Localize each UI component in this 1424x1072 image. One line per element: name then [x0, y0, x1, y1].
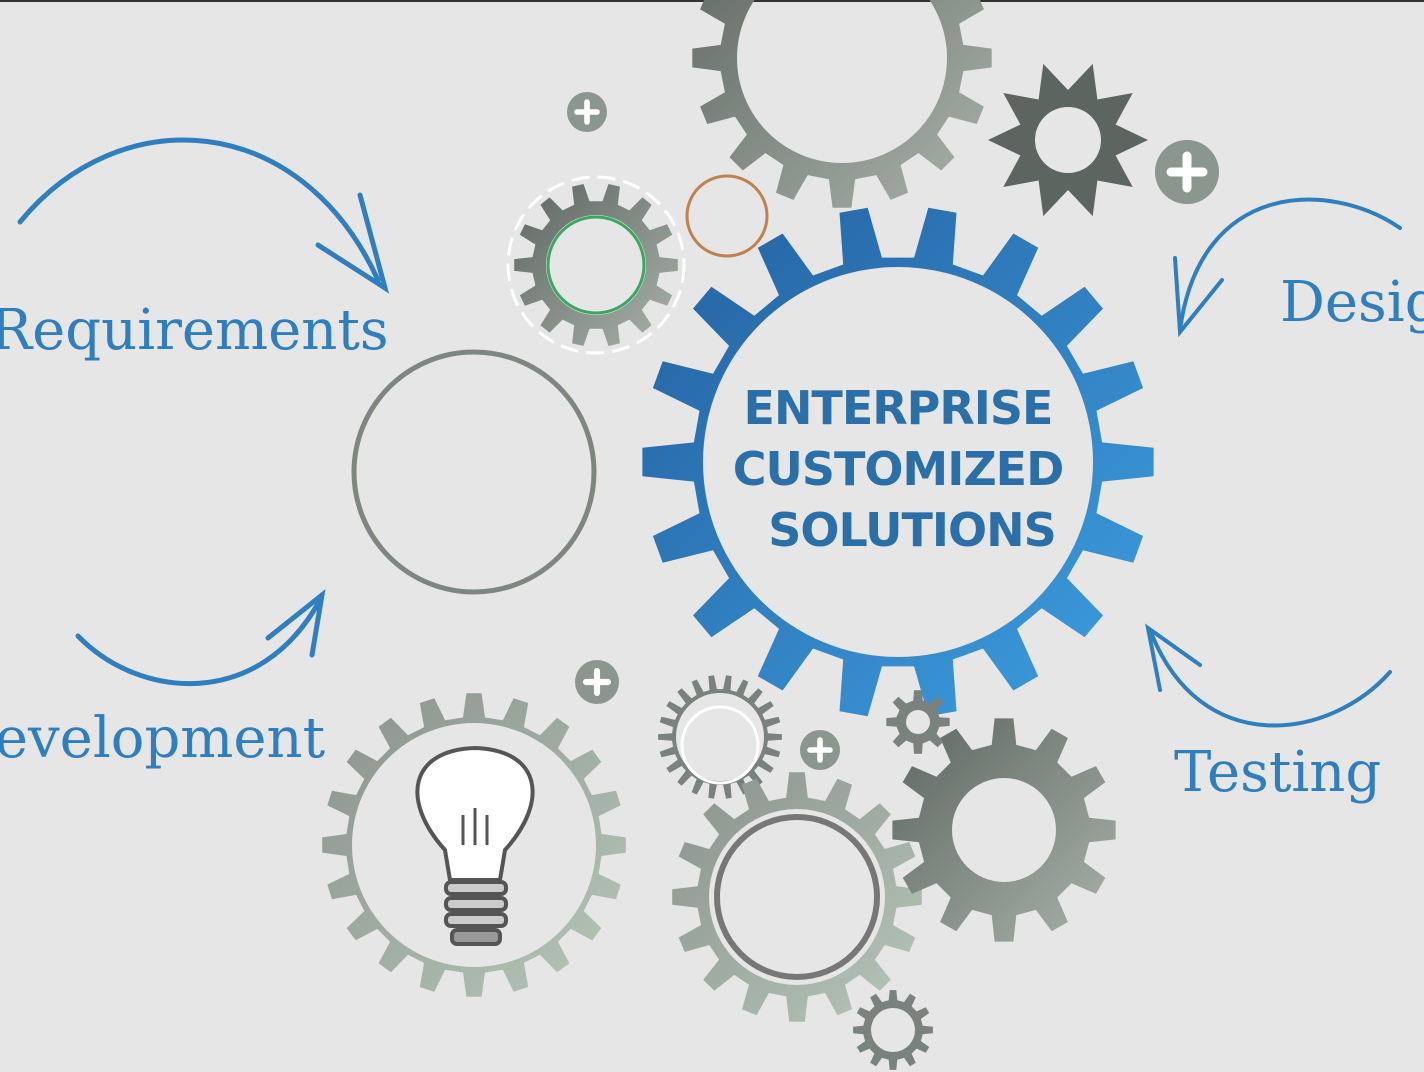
wheel-rim — [680, 705, 760, 785]
gear-right — [892, 718, 1116, 942]
plus-icon — [582, 667, 612, 697]
wheel-rim — [714, 814, 880, 980]
center-line-1: ENTERPRISE — [743, 381, 1054, 435]
center-title: ENTERPRISE CUSTOMIZED SOLUTIONS — [698, 378, 1098, 561]
arrowhead-icon — [265, 588, 326, 658]
arrow-requirements-to-design — [17, 137, 381, 283]
arrow-development — [75, 597, 323, 687]
plus-icon — [1166, 151, 1208, 193]
gear-small — [658, 675, 782, 799]
gear-small-dashed — [514, 184, 678, 346]
arrowhead-icon — [1173, 256, 1224, 338]
gear-bottom — [853, 990, 933, 1070]
label-requirements: Requirements — [0, 298, 389, 363]
center-line-2: CUSTOMIZED — [732, 442, 1065, 496]
label-testing: Testing — [1174, 740, 1382, 805]
label-design: Design — [1280, 270, 1424, 335]
gear-star — [988, 63, 1148, 217]
center-line-3: SOLUTIONS — [768, 503, 1056, 557]
label-development: Development — [0, 706, 326, 771]
plus-icon — [807, 737, 833, 763]
gear-ring-dashed — [506, 175, 686, 355]
arrowhead-icon — [1145, 623, 1202, 692]
gear-wheel — [672, 772, 922, 1022]
gear-ring-green — [546, 215, 646, 315]
gear-top — [692, 0, 992, 208]
arrow-design — [1178, 197, 1402, 332]
gear-tiny — [886, 690, 950, 754]
arrowhead-icon — [315, 192, 390, 294]
gray-ring — [351, 349, 597, 595]
lightbulb-icon — [415, 745, 535, 946]
plus-icon — [574, 99, 600, 125]
orange-ring — [685, 174, 769, 258]
arrow-testing — [1148, 628, 1392, 728]
